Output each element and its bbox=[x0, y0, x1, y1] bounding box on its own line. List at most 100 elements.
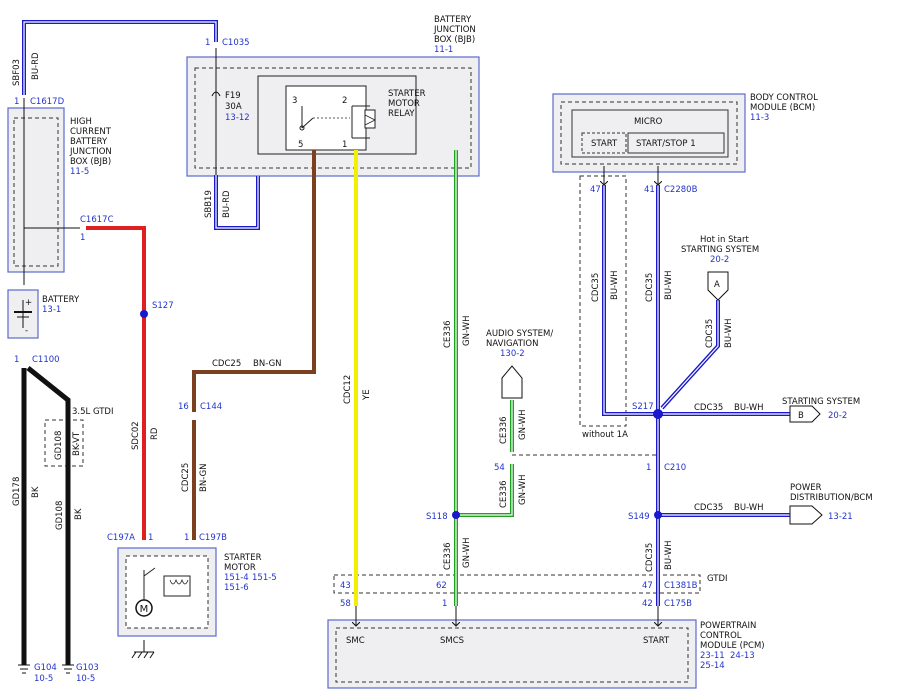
audio-ref: 130-2 bbox=[500, 349, 525, 359]
gd178-color: BK bbox=[31, 486, 41, 498]
cdc35-low-color: BU-WH bbox=[664, 540, 674, 570]
bcm-micro: MICRO bbox=[634, 117, 663, 127]
hcbjb-title-4: JUNCTION bbox=[69, 147, 112, 157]
cdc25-top-circuit: CDC25 bbox=[212, 359, 241, 369]
c197b-pin: 1 bbox=[184, 533, 189, 543]
pcm-smc: SMC bbox=[346, 636, 365, 646]
without-1a-label: without 1A bbox=[582, 430, 628, 440]
sbb19-color: BU-RD bbox=[222, 190, 232, 218]
connector-b-pointer bbox=[789, 405, 821, 423]
cdc12-color: YE bbox=[362, 389, 372, 401]
cdc35-right2-color: BU-WH bbox=[734, 503, 764, 513]
top-connector-name: C1035 bbox=[222, 38, 250, 48]
sbf03-circuit: SBF03 bbox=[12, 59, 22, 86]
starter-motor-box: M bbox=[117, 547, 217, 659]
pcm-ref-3: 25-14 bbox=[700, 661, 725, 671]
c144-name: C144 bbox=[200, 402, 222, 412]
wire-cdc25 bbox=[192, 150, 316, 412]
cdc35-low-circuit: CDC35 bbox=[645, 543, 655, 572]
pcm-ref-1: 23-11 bbox=[700, 651, 725, 661]
starter-title-2: MOTOR bbox=[224, 563, 256, 573]
g104-ref: 10-5 bbox=[34, 674, 53, 684]
relay-title-2: MOTOR bbox=[388, 99, 420, 109]
wire-sdc02 bbox=[86, 226, 146, 540]
hcbjb-box bbox=[7, 107, 65, 273]
cdc35-b-color: BU-WH bbox=[664, 270, 674, 300]
cdc35-right2-circuit: CDC35 bbox=[694, 503, 723, 513]
power-dist-ref: 13-21 bbox=[828, 512, 853, 522]
wire-gd108 bbox=[26, 366, 71, 665]
gtdi-pin-62: 62 bbox=[436, 581, 447, 591]
ground-g104 bbox=[18, 664, 30, 674]
g103-ref: 10-5 bbox=[76, 674, 95, 684]
bcm-ref: 11-3 bbox=[750, 113, 769, 123]
ce336-low-color: GN-WH bbox=[462, 538, 472, 568]
gd178-circuit: GD178 bbox=[12, 477, 22, 506]
connector-a-letter: A bbox=[714, 280, 720, 290]
splice-s127 bbox=[140, 310, 148, 318]
gtdi-pin-47: 47 bbox=[642, 581, 653, 591]
c1100-name: C1100 bbox=[32, 355, 60, 365]
hcbjb-title-5: BOX (BJB) bbox=[70, 157, 111, 167]
relay-title-1: STARTER bbox=[388, 89, 426, 99]
gtdi-pin-43: 43 bbox=[340, 581, 351, 591]
g104-name: G104 bbox=[34, 663, 57, 673]
starting-system-ref: 20-2 bbox=[828, 411, 847, 421]
cdc35-diag-circuit: CDC35 bbox=[705, 319, 715, 348]
svg-text:M: M bbox=[140, 604, 149, 615]
battery-ref: 13-1 bbox=[42, 305, 61, 315]
hcbjb-title-2: CURRENT bbox=[70, 127, 112, 137]
cdc12-circuit: CDC12 bbox=[343, 375, 353, 404]
sdc02-color: RD bbox=[150, 427, 160, 440]
pcm-pin-58: 58 bbox=[340, 599, 351, 609]
hcbjb-title-3: BATTERY bbox=[70, 137, 108, 147]
c1617d-name: C1617D bbox=[30, 97, 65, 107]
s127-label: S127 bbox=[152, 301, 174, 311]
hot-in-start-2: STARTING SYSTEM bbox=[681, 245, 759, 255]
hcbjb-ref: 11-5 bbox=[70, 167, 89, 177]
audio-title-2: NAVIGATION bbox=[486, 339, 538, 349]
power-dist-title-1: POWER bbox=[790, 483, 822, 493]
ce336-low-circuit: CE336 bbox=[443, 542, 453, 570]
pcm-smcs: SMCS bbox=[440, 636, 464, 646]
starter-ref-2: 151-5 bbox=[252, 573, 277, 583]
c2280b-pin: 41 bbox=[644, 185, 655, 195]
cdc35-right1-color: BU-WH bbox=[734, 403, 764, 413]
connector-b-letter: B bbox=[798, 411, 804, 421]
sbb19-circuit: SBB19 bbox=[204, 190, 214, 218]
cdc35-a-circuit: CDC35 bbox=[591, 273, 601, 302]
c197a-name: C197A bbox=[107, 533, 135, 543]
ground-g103 bbox=[62, 664, 74, 674]
g103-name: G103 bbox=[76, 663, 99, 673]
gtdi-left-circuit: GD108 bbox=[54, 431, 64, 460]
cdc25-low-circuit: CDC25 bbox=[181, 463, 191, 492]
battery-plus: + bbox=[25, 298, 32, 308]
fuse-id: F19 bbox=[225, 91, 241, 101]
pcm-title-1: POWERTRAIN bbox=[700, 621, 756, 631]
starter-relay bbox=[257, 75, 417, 155]
ce336-mid-color: GN-WH bbox=[518, 475, 528, 505]
cdc35-b-circuit: CDC35 bbox=[645, 273, 655, 302]
battery-minus: - bbox=[25, 326, 28, 336]
bcm-start: START bbox=[591, 139, 618, 149]
ce336-top-circuit: CE336 bbox=[443, 320, 453, 348]
cdc25-top-color: BN-GN bbox=[253, 359, 282, 369]
relay-pin-1: 1 bbox=[342, 140, 347, 150]
fuse-rating: 30A bbox=[225, 102, 242, 112]
ce336-top-color: GN-WH bbox=[462, 316, 472, 346]
cdc35-right1-circuit: CDC35 bbox=[694, 403, 723, 413]
splice-s217 bbox=[653, 409, 663, 419]
c1617c-name: C1617C bbox=[80, 215, 114, 225]
pcm-pin-1: 1 bbox=[442, 599, 447, 609]
sdc02-circuit: SDC02 bbox=[131, 421, 141, 450]
hot-in-start-ref: 20-2 bbox=[710, 255, 729, 265]
pcm-box bbox=[327, 619, 697, 689]
pcm-start: START bbox=[643, 636, 670, 646]
hot-in-start-1: Hot in Start bbox=[700, 235, 750, 245]
bjb-title-1: BATTERY bbox=[434, 15, 472, 25]
starter-ref-1: 151-4 bbox=[224, 573, 249, 583]
s217-label: S217 bbox=[632, 402, 654, 412]
relay-title-3: RELAY bbox=[388, 109, 415, 119]
c210-pin: 1 bbox=[646, 463, 651, 473]
pcm-pin-42: 42 bbox=[642, 599, 653, 609]
